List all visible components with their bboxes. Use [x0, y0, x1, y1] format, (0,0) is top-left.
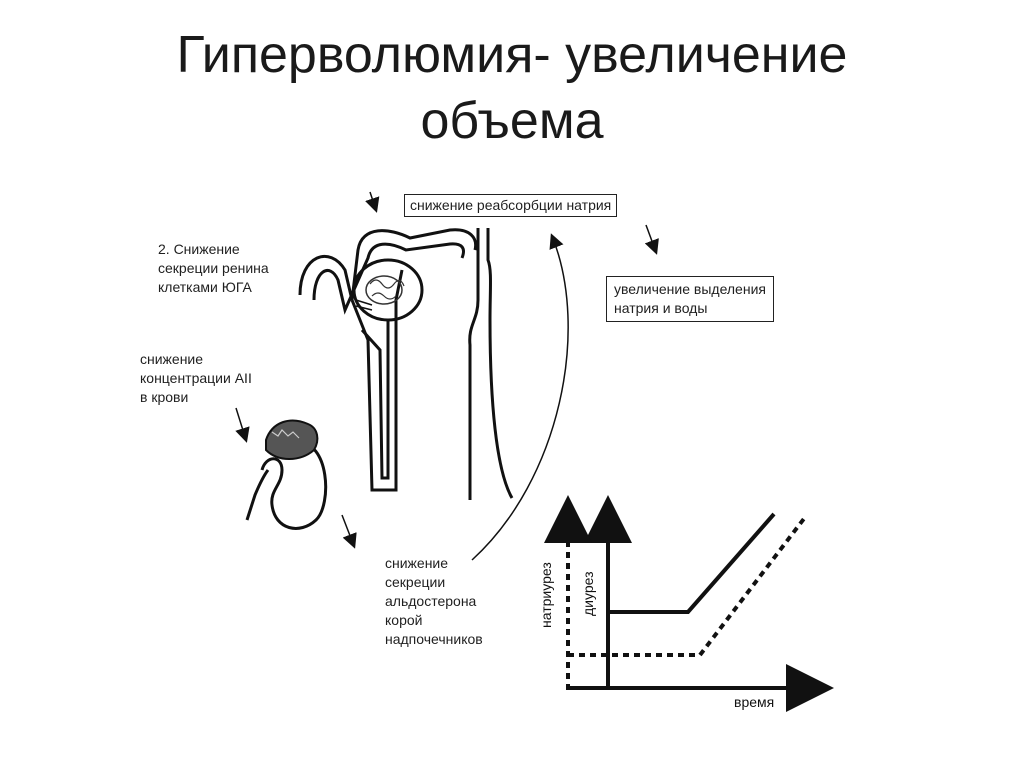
nephron-tubule: [298, 228, 478, 492]
time-axis-label: время: [734, 694, 775, 710]
collecting-duct: [468, 228, 514, 500]
slide-title: Гиперволюмия- увеличение объема: [0, 22, 1024, 154]
feedback-arrow: [471, 233, 569, 561]
title-line-1: Гиперволюмия- увеличение: [176, 26, 848, 84]
excretion-box: увеличение выделения натрия и воды: [606, 276, 774, 322]
renin-label: 2. Снижение секреции ренина клетками ЮГА: [158, 241, 269, 295]
reabsorption-box: снижение реабсорбции натрия: [404, 194, 618, 217]
natriuresis-curve: [568, 514, 808, 657]
glomerulus: [352, 258, 424, 322]
diuresis-axis-label: диурез: [580, 571, 596, 616]
natriuresis-graph: [544, 495, 834, 712]
kidney-adrenal: [245, 419, 328, 530]
angiotensin-label: снижение концентрации АII в крови: [140, 351, 252, 405]
aldosterone-label: снижение секреции альдостерона корой над…: [385, 555, 483, 647]
natriuresis-axis-label: натриурез: [538, 562, 554, 628]
diuresis-curve: [608, 512, 776, 614]
pointer-arrows: [235, 191, 659, 549]
title-line-2: объема: [420, 92, 604, 150]
